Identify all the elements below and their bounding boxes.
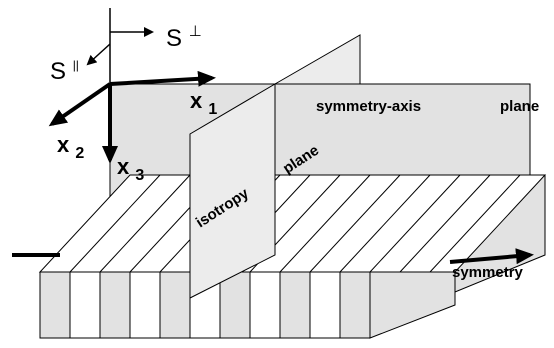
axis-x3-label: x 3 — [117, 154, 144, 184]
isotropy-plane-top — [273, 34, 361, 85]
axis-x1-label: x 1 — [190, 88, 217, 118]
stress-par-label: S || — [50, 58, 79, 85]
axis-x1-arrow — [109, 70, 216, 87]
symmetry-axis-label: symmetry-axis — [316, 98, 421, 115]
stress-par-arrow — [86, 43, 111, 66]
axis-x2-label: x 2 — [57, 132, 84, 162]
isotropy-plane — [189, 83, 276, 299]
symmetry-label: symmetry — [452, 264, 524, 281]
axis-x2-arrow — [48, 82, 112, 127]
stress-perp-label: S ⊥ — [166, 23, 202, 52]
symmetry-arrow — [449, 248, 534, 265]
pleated-layers — [38, 174, 547, 339]
plane-right-label: plane — [500, 98, 539, 115]
